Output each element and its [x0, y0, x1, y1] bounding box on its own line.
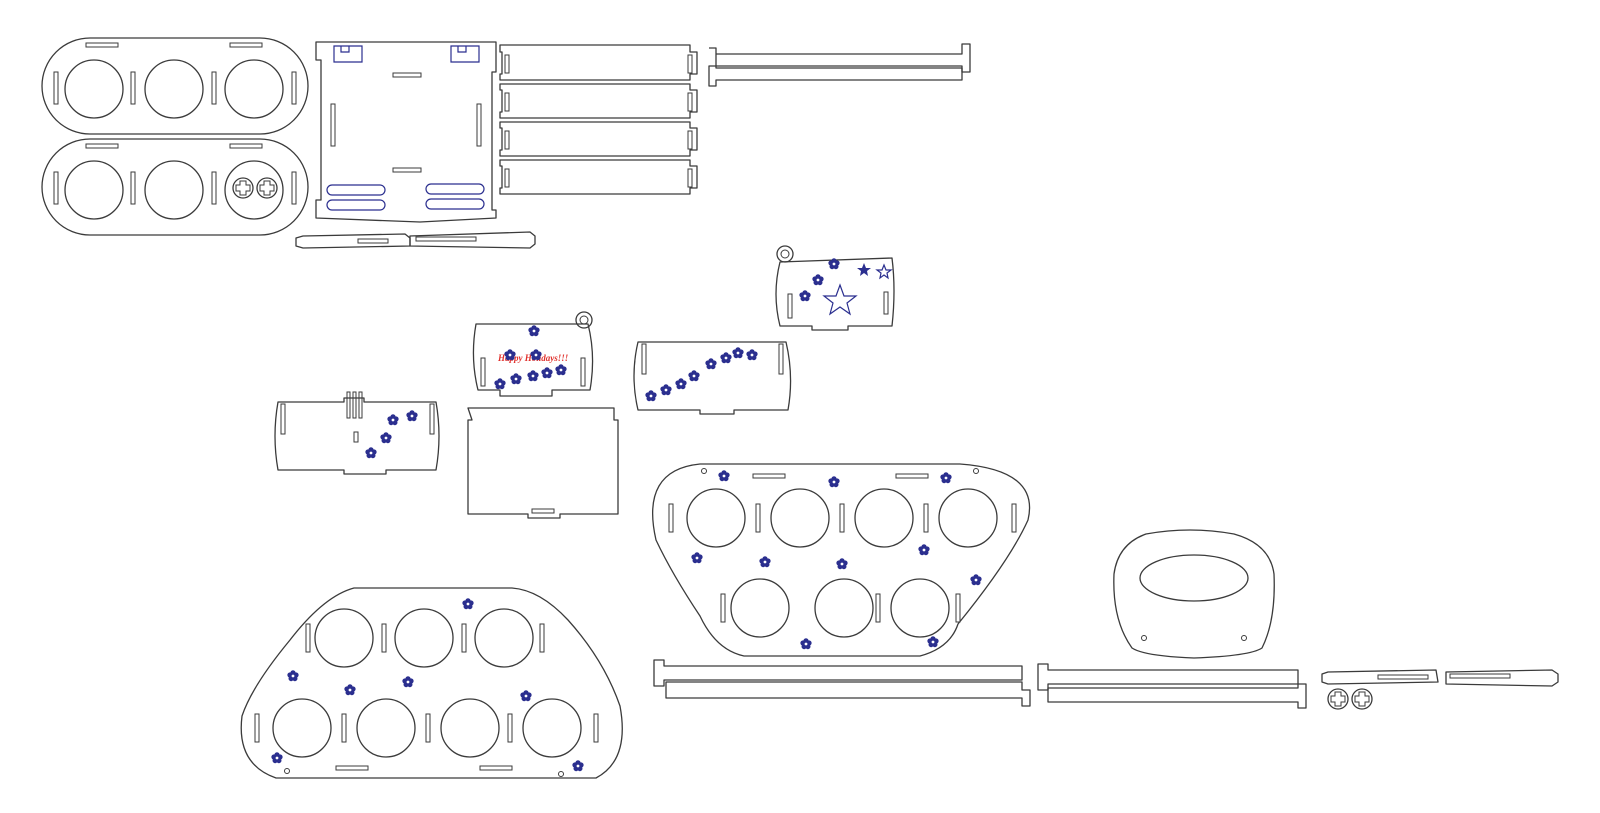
star-panel [775, 245, 895, 331]
basket-handle [1113, 529, 1275, 659]
flower-icon [520, 690, 532, 702]
flower-decorations [271, 258, 982, 772]
flower-icon [800, 638, 812, 650]
flower-icon [555, 364, 567, 376]
flower-icon [271, 752, 283, 764]
long-rail-bottom-left [653, 659, 1031, 707]
flower-icon [732, 347, 744, 359]
flower-icon [705, 358, 717, 370]
base-panel [315, 41, 497, 223]
flower-icon [812, 274, 824, 286]
long-rail [708, 43, 971, 87]
flower-icon [541, 367, 553, 379]
flower-icon [940, 472, 952, 484]
flower-icon [927, 636, 939, 648]
flower-icon [387, 414, 399, 426]
flower-icon [504, 349, 516, 361]
flower-icon [688, 370, 700, 382]
long-rail-bottom-right [1037, 663, 1307, 709]
flower-icon [691, 552, 703, 564]
star-icon [857, 263, 871, 276]
flower-icon [720, 352, 732, 364]
side-strip [499, 83, 698, 119]
flower-icon [675, 378, 687, 390]
flower-icon [287, 670, 299, 682]
flower-icon [572, 760, 584, 772]
flower-icon [759, 556, 771, 568]
tray-two-holes-with-buttons [41, 138, 309, 236]
flower-icon [530, 349, 542, 361]
flower-icon [527, 370, 539, 382]
flower-icon [494, 378, 506, 390]
flower-icon [344, 684, 356, 696]
cross-button-icon [232, 177, 254, 199]
cross-button-icon [1351, 688, 1373, 710]
tray-seven-holes-right [652, 463, 1031, 657]
tray-seven-holes-left [240, 587, 623, 779]
flower-icon [746, 349, 758, 361]
side-strip [499, 121, 698, 157]
flower-icon [828, 476, 840, 488]
flower-icon [645, 390, 657, 402]
star-icon [875, 263, 893, 280]
flower-icon [528, 325, 540, 337]
flower-icon [970, 574, 982, 586]
star-icon [822, 283, 858, 316]
flower-icon [836, 558, 848, 570]
curved-strip-panel [633, 341, 792, 415]
cross-button-icon [256, 177, 278, 199]
tabbed-side-panel [274, 391, 440, 475]
flower-icon [402, 676, 414, 688]
flower-icon [799, 290, 811, 302]
cross-button-icon [1327, 688, 1349, 710]
flower-icon [660, 384, 672, 396]
side-strip [499, 159, 698, 195]
flower-icon [406, 410, 418, 422]
tray-three-holes-top [41, 37, 309, 135]
flower-icon [918, 544, 930, 556]
flower-icon [380, 432, 392, 444]
flower-icon [510, 373, 522, 385]
small-clip [295, 231, 536, 249]
flower-icon [828, 258, 840, 270]
flower-icon [365, 447, 377, 459]
side-strip [499, 44, 698, 81]
flower-icon [462, 598, 474, 610]
flower-icon [718, 470, 730, 482]
box-back-panel [467, 407, 619, 519]
small-clip [1321, 669, 1559, 687]
